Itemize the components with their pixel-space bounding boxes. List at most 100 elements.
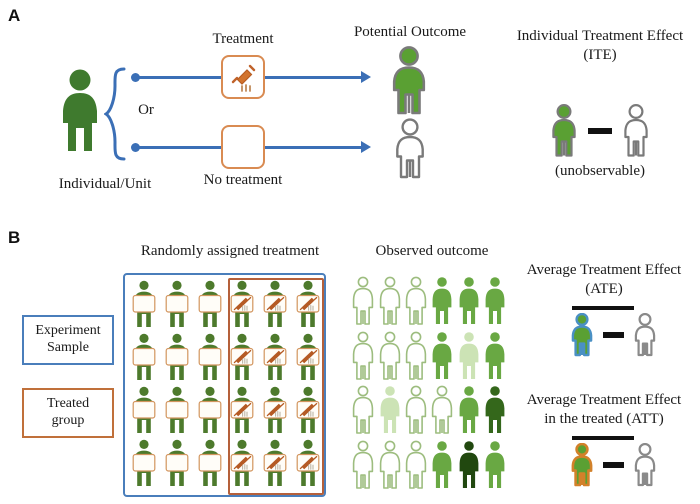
assignment-cell [293,333,323,388]
outcome-cell [403,385,429,440]
person-card-blank-icon [165,280,189,327]
outcome-cell [429,276,455,331]
ite-note: (unobservable) [555,163,645,179]
assignment-cell [260,280,290,335]
outcome-cell [482,331,508,386]
person-mid-icon [432,277,452,324]
treatment-label: Treatment [212,31,274,47]
person-card-blank-icon [132,333,156,380]
outcome-cell [377,331,403,386]
assignment-cell [293,386,323,441]
att-minuend-person-icon [571,443,593,487]
assignment-cell [162,333,192,388]
legend-treated-group: Treated group [22,388,114,438]
control-path-line-left [137,146,221,149]
person-outline-icon [405,331,427,380]
person-outline-icon [379,276,400,325]
att-minus-sign-icon [603,462,624,468]
or-label: Or [138,102,154,118]
ate-minuend-person-icon [571,313,593,357]
branch-node-dot-top [131,73,140,82]
assignment-cell [227,333,257,388]
person-outline-icon [405,440,427,489]
legend-treated-group-line2: group [51,413,85,428]
assignment-cell [195,280,225,335]
person-card-blank-icon [198,280,222,327]
legend-experiment-sample: Experiment Sample [22,315,114,365]
att-mean-overbar [572,436,634,440]
person-pale-icon [459,331,478,379]
treatment-path-line-left [137,76,221,79]
person-darkest-icon [459,440,478,488]
person-card-blank-icon [132,439,156,486]
ite-minuend-person-icon [552,104,576,157]
person-card-blank-icon [198,386,222,433]
branch-node-dot-bottom [131,143,140,152]
control-arrow-head-icon [361,141,371,153]
person-outline-icon [431,385,453,434]
individual-unit-label: Individual/Unit [58,176,152,192]
assignment-cell [129,333,159,388]
assignment-cell [162,439,192,494]
person-outline-icon [379,331,400,380]
outcome-cell [482,440,508,495]
randomly-assigned-treatment-title: Randomly assigned treatment [140,243,320,259]
att-title-line1: Average Treatment Effect [526,392,682,408]
person-outline-icon [405,276,427,325]
outcome-cell [377,385,403,440]
legend-experiment-sample-line1: Experiment [35,323,101,339]
no-treatment-label: No treatment [203,172,283,188]
person-card-blank-icon [132,386,156,433]
outcome-cell [456,331,482,386]
assignment-cell [162,386,192,441]
person-card-blank-icon [198,439,222,486]
ate-subtrahend-person-icon [634,313,656,357]
assignment-cell [227,386,257,441]
person-card-syringe-icon [296,386,320,433]
ite-title-line1: Individual Treatment Effect [516,28,684,44]
person-outline-icon [352,385,374,434]
potential-outcome-control-person-icon [396,118,424,179]
person-outline-icon [379,440,400,489]
assignment-cell [129,280,159,335]
potential-outcome-label: Potential Outcome [353,24,467,40]
ate-minus-sign-icon [603,332,624,338]
person-card-blank-icon [132,280,156,327]
person-pale-icon [380,386,399,433]
person-card-syringe-icon [296,280,320,327]
person-outline-icon [352,331,374,380]
person-mid-icon [459,277,478,324]
outcome-cell [403,440,429,495]
person-card-syringe-icon [263,280,287,327]
no-treatment-box[interactable] [221,125,265,169]
assignment-cell [260,439,290,494]
assignment-cell [195,333,225,388]
person-card-syringe-icon [296,439,320,486]
person-card-syringe-icon [230,280,254,327]
assignment-cell [227,439,257,494]
assignment-cell [162,280,192,335]
outcome-cell [456,385,482,440]
outcome-cell [377,276,403,331]
person-card-blank-icon [198,333,222,380]
legend-treated-group-line1: Treated [46,396,90,412]
assignment-cell [293,439,323,494]
treatment-box[interactable] [221,55,265,99]
panel-a-letter: A [8,6,21,25]
legend-experiment-sample-line2: Sample [47,340,89,355]
person-card-syringe-icon [230,386,254,433]
assignment-cell [260,386,290,441]
person-mid-icon [432,331,452,379]
person-card-blank-icon [165,439,189,486]
syringe-icon [231,64,256,92]
assignment-cell [195,439,225,494]
person-outline-icon [352,440,374,489]
outcome-cell [377,440,403,495]
person-card-syringe-icon [263,333,287,380]
ate-title-line2: (ATE) [585,281,623,297]
outcome-cell [350,276,376,331]
experiment-sample-boundary [123,273,326,497]
person-dark-icon [485,386,505,433]
assignment-cell [227,280,257,335]
outcome-cell [456,440,482,495]
